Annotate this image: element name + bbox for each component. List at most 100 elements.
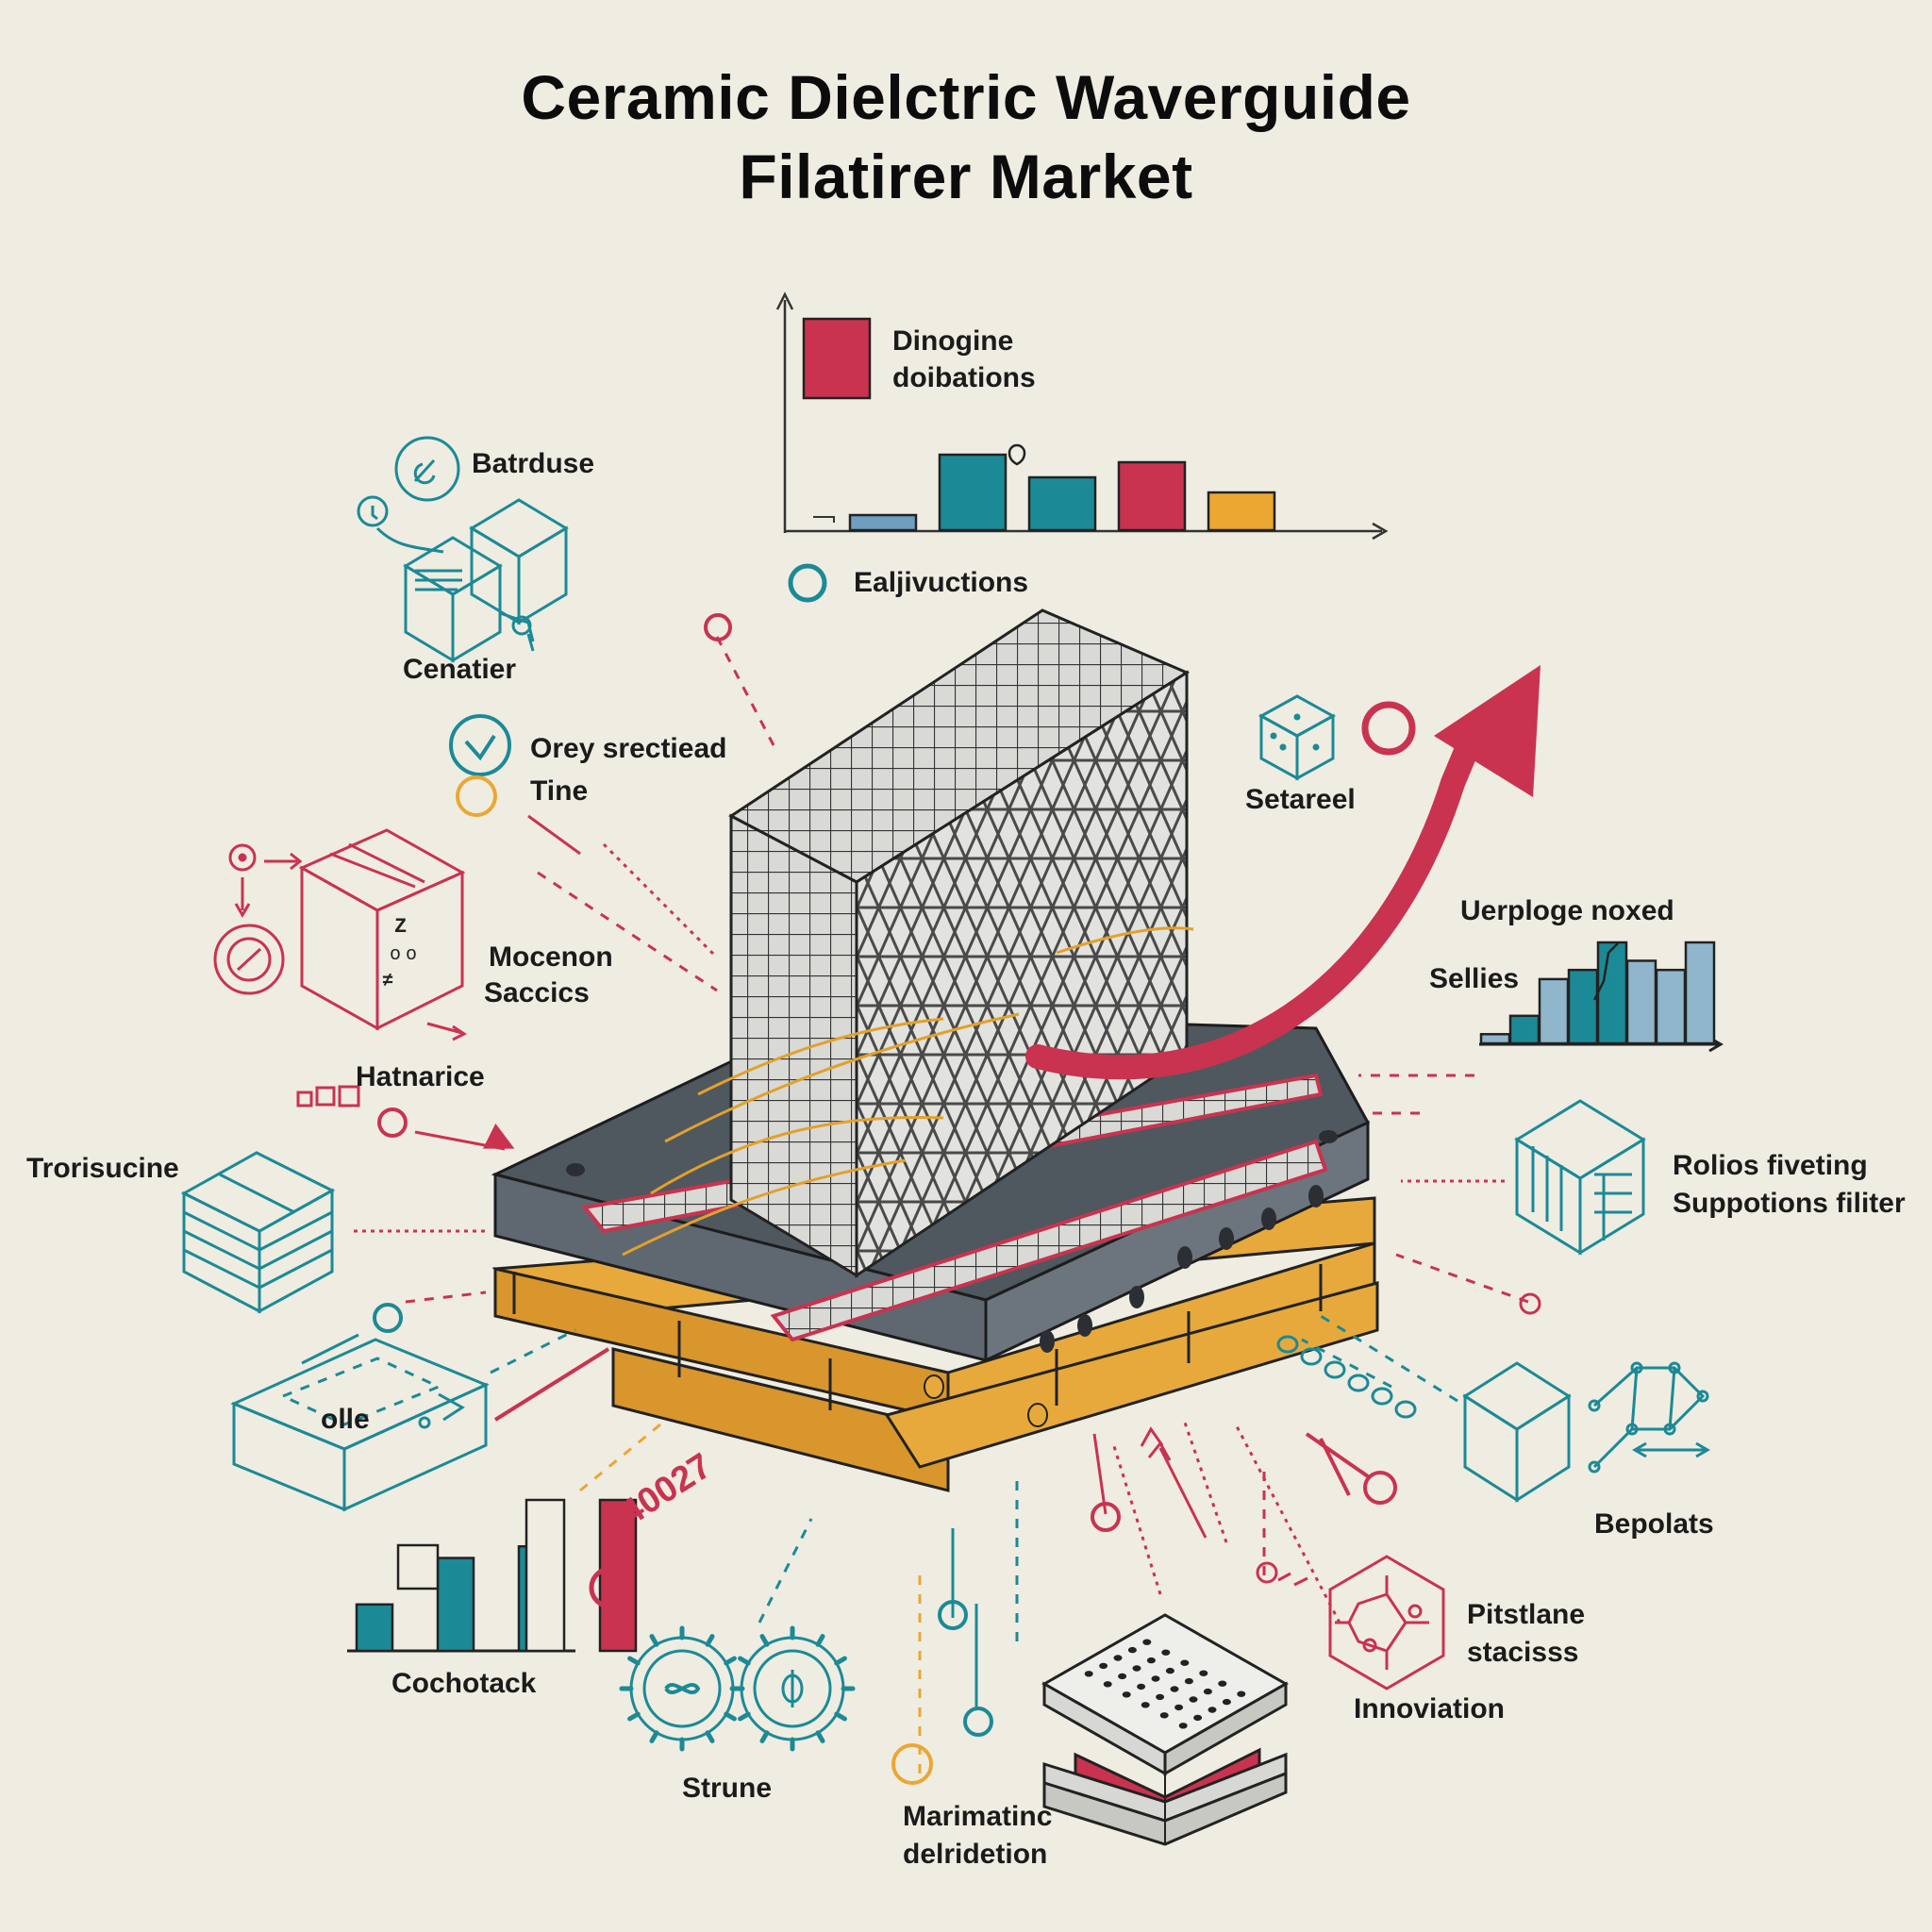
svg-text:o: o: [390, 944, 401, 966]
gear-icon: [619, 1625, 856, 1752]
ring-icon: [788, 563, 827, 603]
layered-cube-icon: [180, 1151, 336, 1314]
plate-hole: [1132, 1665, 1141, 1672]
plate-hole: [1084, 1671, 1093, 1677]
tray-box-icon: [230, 1338, 490, 1512]
title-line-1: Ceramic Dielctric Waverguide: [521, 62, 1411, 132]
label-cochotack: Cochotack: [391, 1668, 537, 1699]
gear-tooth: [759, 1730, 770, 1743]
label-pitstlane-line-2: stacisss: [1467, 1637, 1579, 1668]
plate-hole: [1208, 1707, 1217, 1713]
gear-tooth: [834, 1711, 847, 1722]
label-cenatier: Cenatier: [403, 654, 517, 685]
top-bars-bar-2: [938, 453, 1008, 532]
dotted-cube-icon: [1257, 694, 1337, 781]
gear-tooth: [724, 1711, 737, 1722]
plate-hole: [1199, 1670, 1208, 1676]
svg-text:o: o: [406, 944, 417, 966]
right-bar-chart: [1479, 941, 1724, 1053]
wireframe-cube-icon: [1514, 1099, 1646, 1256]
gear-tooth: [815, 1730, 825, 1743]
cube-cluster-icon: [357, 436, 569, 663]
bottom-bars-bar-1: [355, 1603, 394, 1653]
plate-hole: [1180, 1659, 1190, 1666]
plate-hole: [1184, 1677, 1193, 1685]
plate-hole: [1189, 1696, 1198, 1703]
plate-hole: [1122, 1691, 1131, 1698]
gear-tooth: [724, 1656, 737, 1666]
gear-tooth: [627, 1656, 641, 1666]
bottom-bar-chart: [347, 1498, 638, 1653]
top-bar-chart: [775, 291, 1389, 541]
label-mocenon-line-1: Mocenon: [489, 941, 613, 973]
right-bars-bar-7: [1655, 968, 1687, 1045]
gear-tooth: [815, 1634, 825, 1647]
plate-hole: [1237, 1690, 1246, 1697]
top-chart-tick-mark: [813, 516, 835, 523]
top-chart-legend-swatch: [802, 317, 872, 400]
gear-tooth: [738, 1711, 751, 1722]
gear-tooth: [705, 1730, 715, 1743]
plate-hole: [1218, 1680, 1227, 1687]
top-bars-bar-3: [1027, 475, 1097, 532]
plate-hole: [1170, 1686, 1179, 1692]
isometric-box-icon: [213, 828, 467, 1041]
right-bars-bar-4: [1567, 968, 1599, 1045]
label-ealjivuctions: Ealjivuctions: [854, 567, 1029, 598]
plate-hole: [1127, 1646, 1137, 1654]
bottom-chart-bar-cap: [396, 1543, 440, 1591]
gear-tooth: [649, 1730, 659, 1743]
gear-tooth: [759, 1634, 770, 1647]
right-bars-bar-5: [1596, 941, 1628, 1045]
svg-text:≠: ≠: [382, 971, 393, 992]
label-rolios-line-2: Suppotions filiter: [1673, 1188, 1906, 1219]
plate-hole: [1142, 1639, 1152, 1645]
location-pin-icon: [1008, 443, 1026, 466]
label-orey-line-1: Orey srectiead: [530, 733, 727, 764]
top-chart-y-axis-arrow: [775, 291, 794, 310]
top-bars-bar-5: [1207, 491, 1276, 532]
right-bars-bar-6: [1625, 959, 1657, 1045]
label-mocenon-line-2: Saccics: [484, 977, 590, 1008]
plate-hole: [1222, 1698, 1231, 1706]
label-olle: olle: [321, 1404, 370, 1435]
label-sellies: Sellies: [1429, 963, 1520, 994]
signal-wires: [622, 926, 1194, 1257]
gear-tooth: [834, 1656, 847, 1666]
plate-hole: [1161, 1649, 1171, 1656]
svg-text:Z: Z: [394, 915, 407, 939]
label-hatnarice: Hatnarice: [356, 1061, 485, 1092]
bottom-bars-bar-2: [436, 1557, 475, 1653]
plate-hole: [1159, 1712, 1169, 1719]
label-bepolats: Bepolats: [1594, 1508, 1714, 1540]
right-bars-bar-8: [1684, 941, 1716, 1045]
plate-hole: [1178, 1723, 1188, 1729]
right-bars-bar-3: [1538, 977, 1570, 1045]
right-bars-bar-1: [1479, 1033, 1511, 1045]
plate-hole: [1174, 1704, 1184, 1711]
plate-hole: [1156, 1693, 1165, 1701]
node-graph-icon: [1588, 1361, 1710, 1474]
number-ring-icon: [589, 1566, 632, 1609]
label-uerploge: Uerploge noxed: [1460, 895, 1674, 926]
gear-tooth: [705, 1634, 715, 1647]
plate-hole: [1113, 1655, 1123, 1661]
plate-hole: [1099, 1662, 1108, 1670]
label-marimatinc-line-1: Marimatinc: [903, 1801, 1053, 1832]
plate-hole: [1151, 1675, 1160, 1682]
right-bars-bar-2: [1508, 1014, 1541, 1045]
title-line-2: Filatirer Market: [739, 142, 1193, 211]
label-orey-line-2: Tine: [530, 775, 589, 807]
plate-hole: [1146, 1657, 1156, 1664]
chain-links: [1276, 1335, 1417, 1419]
label-trorisucine: Trorisucine: [26, 1153, 179, 1184]
gear-tooth: [649, 1634, 659, 1647]
top-chart-x-axis-arrow: [1372, 522, 1389, 541]
small-squares-icon: [296, 1085, 360, 1108]
plate-hole: [1103, 1681, 1112, 1688]
plain-cube-icon: [1462, 1361, 1572, 1503]
bottom-chart-outline-bar: [525, 1498, 566, 1653]
connector-lines: [301, 613, 1541, 1785]
